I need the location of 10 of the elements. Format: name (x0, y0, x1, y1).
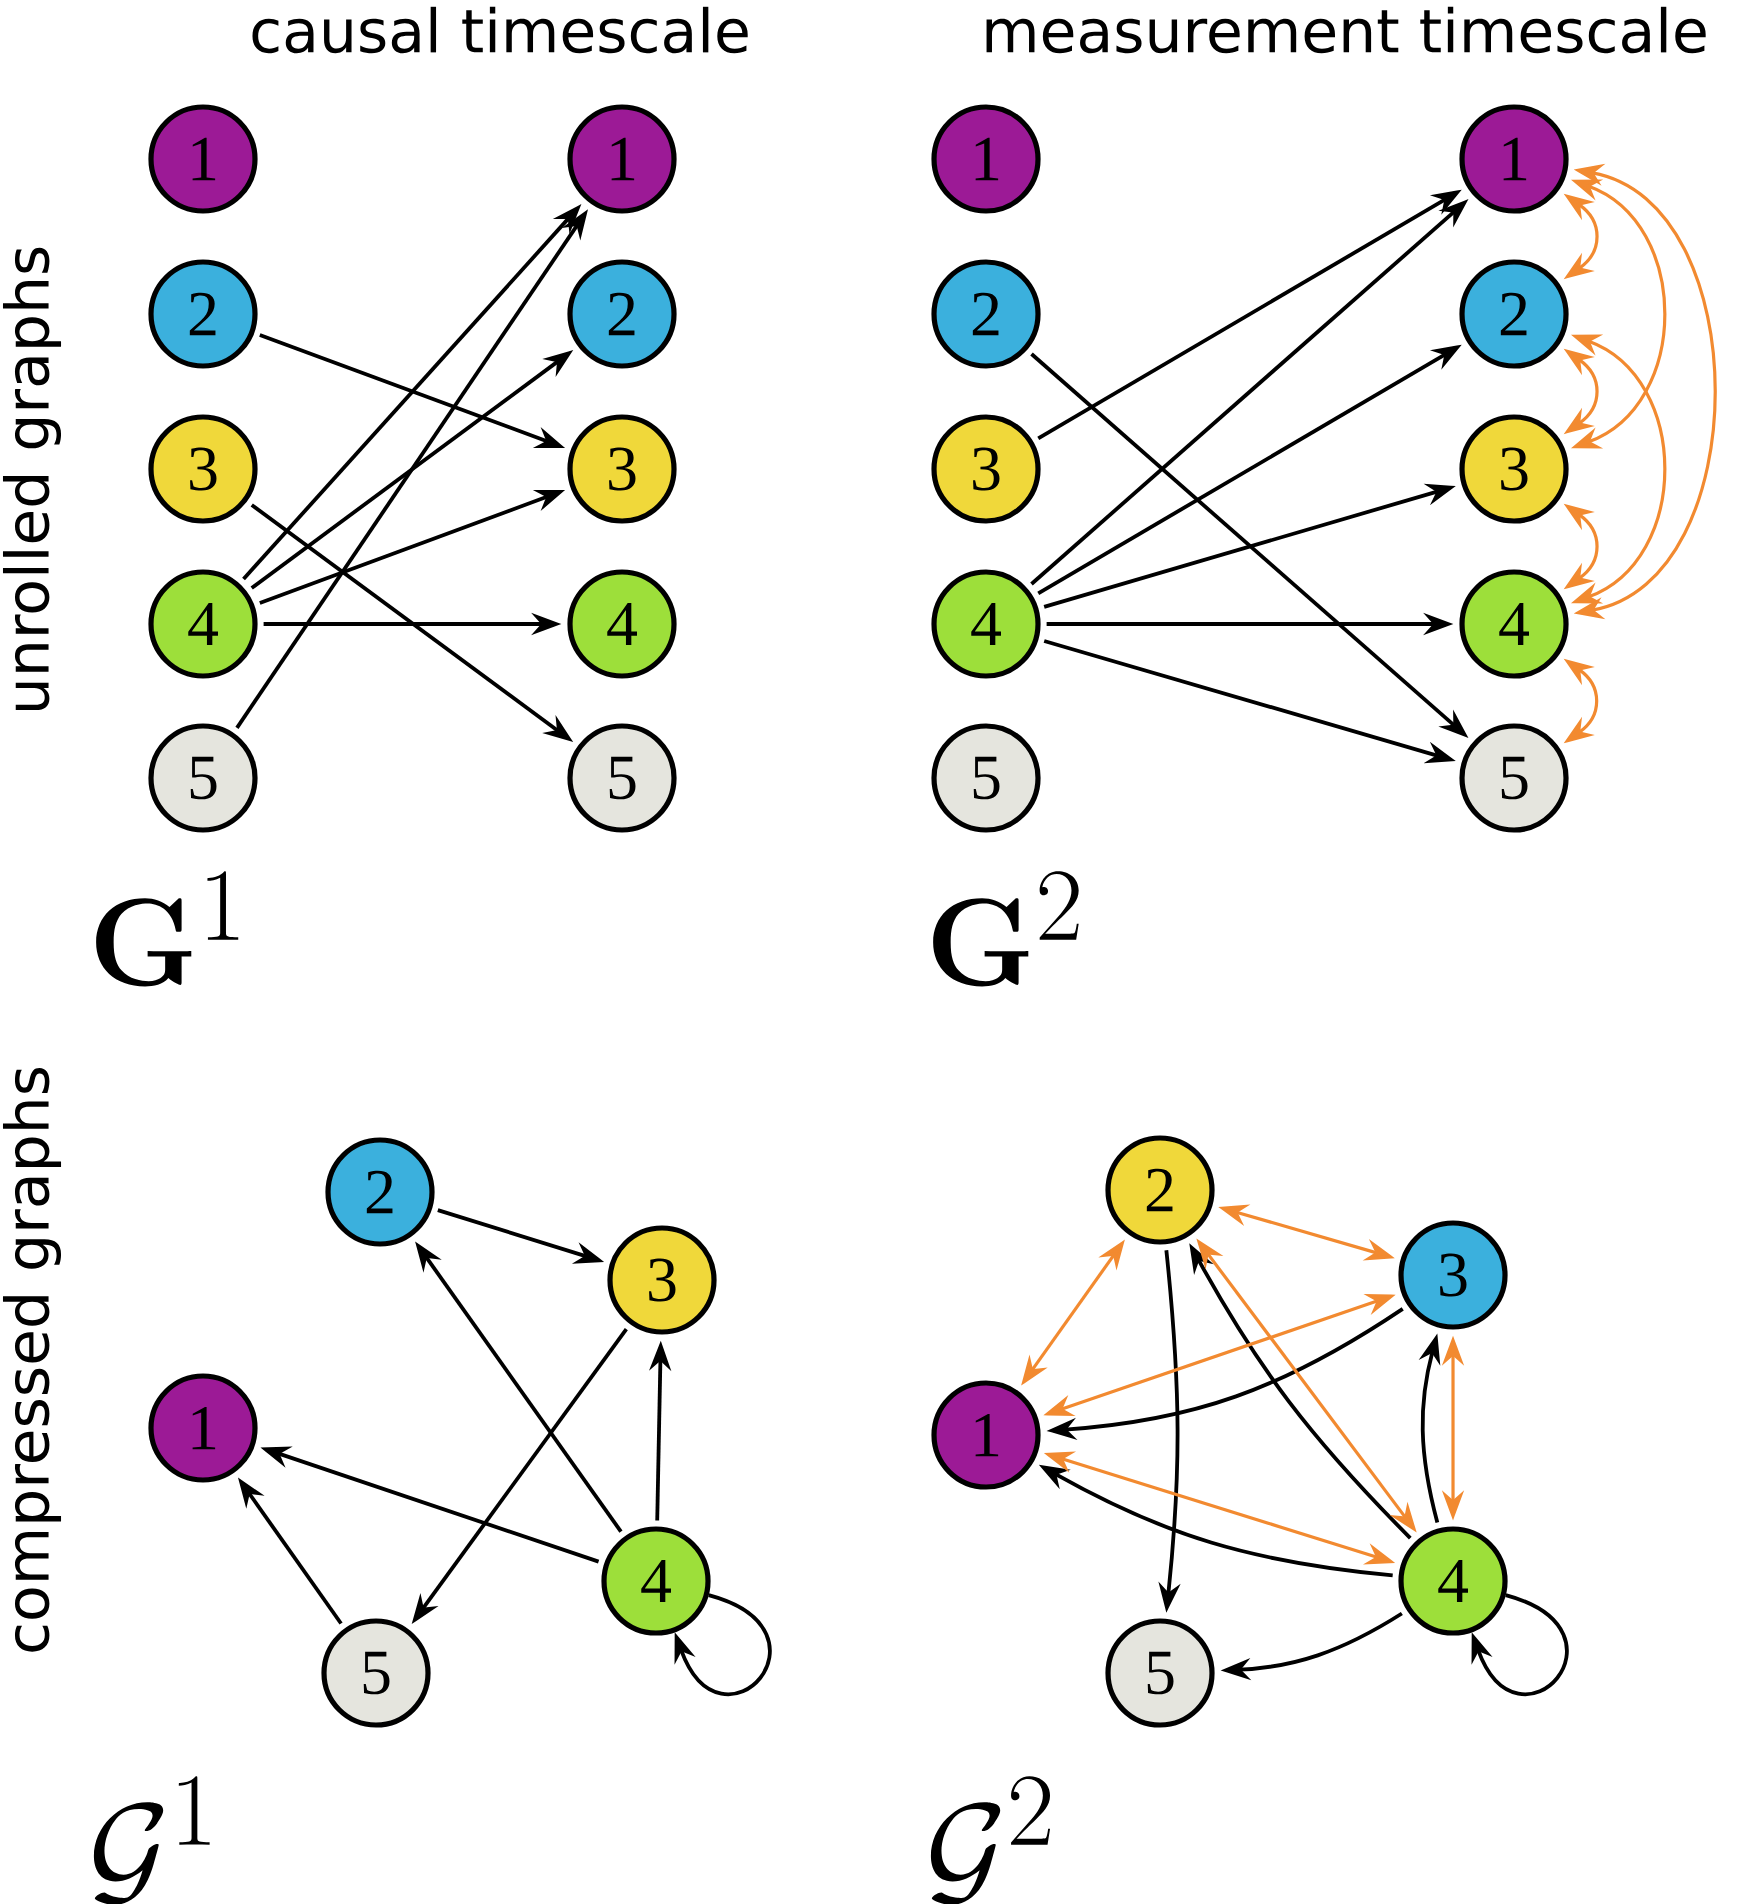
loop-arrow (674, 1593, 772, 1696)
graph-label: $\mathbf{G}^1$ (96, 871, 239, 987)
row-heading: unrolled graphs (3, 247, 62, 711)
column-heading: measurement timescale (986, 6, 1706, 54)
row-heading: compressed graphs (3, 1067, 62, 1652)
graph-label: $\mathcal{G}^2$ (930, 1776, 1051, 1904)
graph-label: $\mathbf{G}^2$ (933, 871, 1079, 987)
column-heading: causal timescale (252, 6, 748, 54)
loop-arrow (1471, 1593, 1569, 1696)
graph-label: $\mathcal{G}^1$ (93, 1776, 210, 1904)
